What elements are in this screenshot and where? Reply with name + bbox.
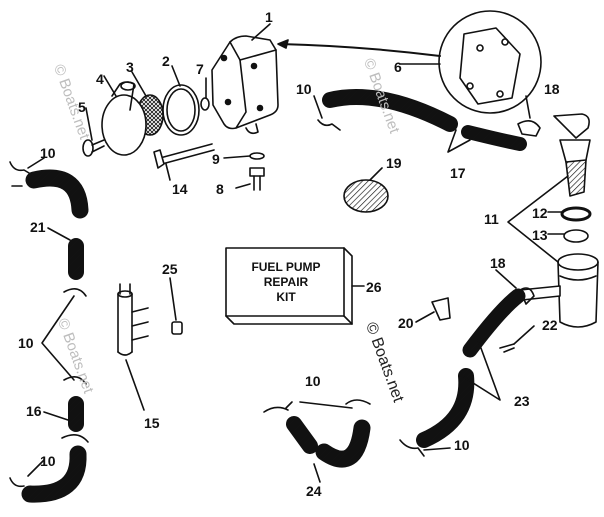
callout-15: 15 — [144, 415, 160, 431]
hose-23-hatch — [464, 290, 524, 356]
callout-10-left-bottom: 10 — [40, 453, 56, 469]
primer-fitting-icon — [117, 283, 149, 411]
callout-10-left-mid: 10 — [18, 335, 34, 351]
callout-26: 26 — [366, 279, 382, 295]
callout-10-bottom-centre: 10 — [305, 373, 321, 389]
callout-14: 14 — [172, 181, 188, 197]
clamp-bottom-icon — [9, 434, 89, 488]
clamp-left-mid-icon — [63, 288, 87, 297]
callout-10-left-top: 10 — [40, 145, 56, 161]
bracket-20-icon — [431, 297, 451, 321]
screw-22-icon — [499, 343, 515, 353]
hose-hatch — [323, 90, 457, 131]
hose-24-elbow-hatch — [317, 421, 369, 467]
o-ring-icon — [249, 152, 265, 160]
callout-21: 21 — [30, 219, 46, 235]
callout-11: 11 — [484, 211, 499, 227]
callout-10-top: 10 — [296, 81, 312, 97]
callout-17: 17 — [450, 165, 466, 181]
hose-24-hatch — [287, 417, 317, 453]
clamp-right-low-icon — [399, 439, 425, 457]
clamp-left-top-icon — [9, 161, 35, 187]
callout-2: 2 — [162, 53, 170, 69]
elbow-hose-hatch — [27, 171, 87, 217]
o-ring-small-icon — [200, 97, 210, 111]
seal-ring-icon — [560, 206, 592, 222]
callout-23: 23 — [514, 393, 530, 409]
callout-4: 4 — [96, 71, 104, 87]
kit-line-3: KIT — [276, 290, 296, 304]
clamp-right-icon — [519, 287, 535, 305]
clamp-left-low-icon — [63, 376, 87, 385]
callout-5: 5 — [78, 99, 86, 115]
fuel-filter-icon — [553, 113, 591, 197]
kit-box-icon — [225, 247, 365, 325]
callout-20: 20 — [398, 315, 414, 331]
fuel-pump-body-icon — [211, 35, 279, 135]
pump-cover-icon — [101, 81, 147, 156]
callout-13: 13 — [532, 227, 548, 243]
callout-1: 1 — [265, 9, 273, 25]
callout-7: 7 — [196, 61, 204, 77]
callout-10-bottom-right: 10 — [454, 437, 470, 453]
callout-25: 25 — [162, 261, 178, 277]
callout-8: 8 — [216, 181, 224, 197]
clamps-24-icon — [263, 399, 371, 413]
screw-icon — [82, 139, 105, 157]
callout-18-mid: 18 — [490, 255, 506, 271]
o-ring-13-icon — [563, 229, 589, 243]
pin-icon — [169, 277, 183, 335]
clamp-18-icon — [517, 120, 541, 137]
hose-23-lower-hatch — [417, 369, 473, 447]
callout-9: 9 — [212, 151, 220, 167]
clamp-icon — [317, 119, 341, 131]
callout-19: 19 — [386, 155, 402, 171]
diaphragm-ring-icon — [162, 84, 200, 136]
callout-18-top: 18 — [544, 81, 560, 97]
elbow-hose-bottom-hatch — [23, 447, 86, 502]
callout-6: 6 — [394, 59, 402, 75]
kit-box-label: FUEL PUMP REPAIR KIT — [230, 248, 342, 332]
bolt-icon — [153, 143, 215, 169]
callout-22: 22 — [542, 317, 558, 333]
filter-bowl-icon — [519, 253, 599, 328]
fitting-icon — [249, 167, 265, 191]
callout-3: 3 — [126, 59, 134, 75]
hose-short-hatch — [462, 126, 526, 150]
gasket-icon — [277, 10, 542, 114]
check-valve-icon — [343, 179, 389, 213]
callout-12: 12 — [532, 205, 548, 221]
kit-line-2: REPAIR — [263, 275, 309, 289]
kit-line-1: FUEL PUMP — [251, 260, 321, 274]
callout-24: 24 — [306, 483, 322, 499]
callout-16: 16 — [26, 403, 42, 419]
